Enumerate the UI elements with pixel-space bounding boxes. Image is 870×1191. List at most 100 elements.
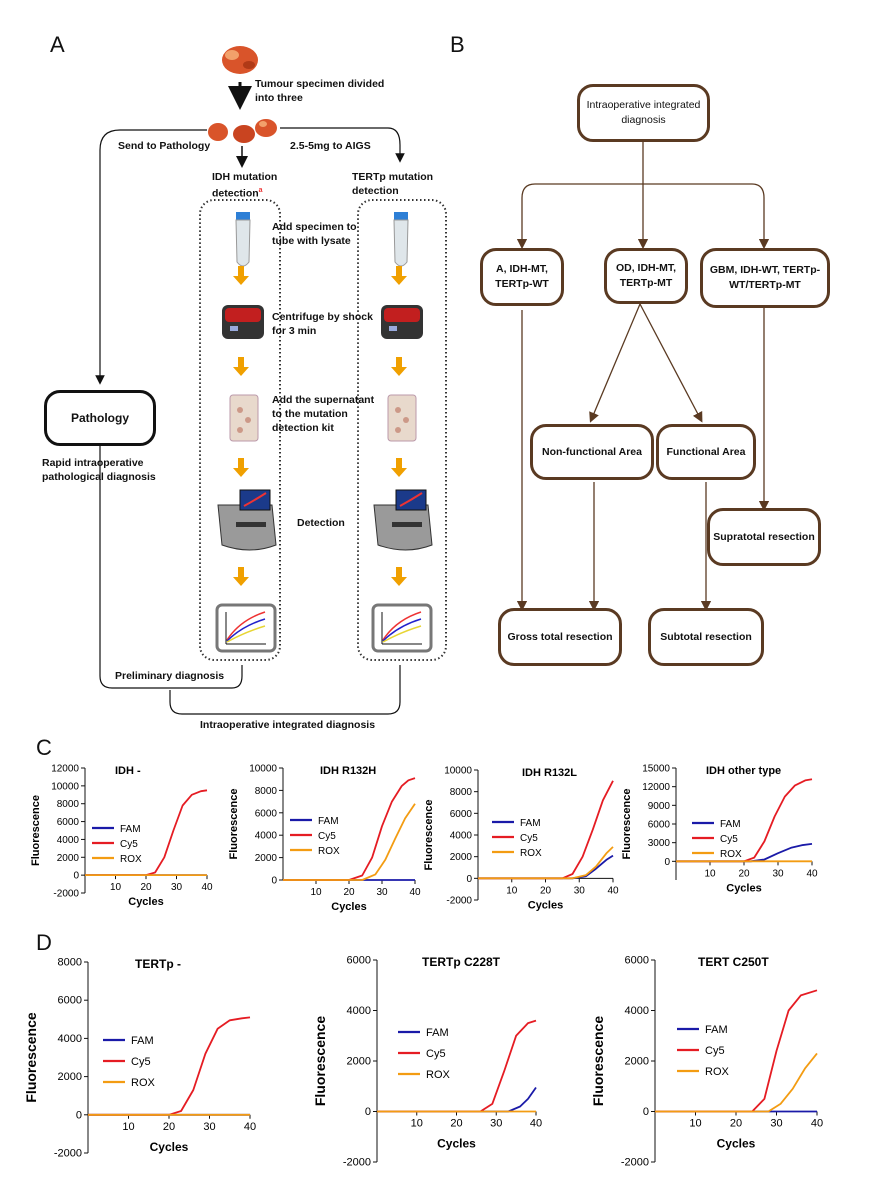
y-axis-label: Fluorescence [621,789,633,860]
legend-label-rox: ROX [720,849,742,860]
legend-label-rox: ROX [520,848,542,859]
non-functional-area-box: Non-functional Area [530,424,654,480]
x-tick-label: 40 [409,887,421,898]
y-tick-label: 0 [365,1106,371,1118]
x-tick-label: 30 [770,1118,782,1130]
y-tick-label: 0 [76,1109,82,1121]
y-tick-label: 10000 [51,781,79,792]
legend-label-cy5: Cy5 [705,1045,725,1057]
x-tick-label: 40 [201,882,213,893]
series-line-fam [377,1086,537,1113]
chart-title: TERTp C228T [422,955,501,969]
y-tick-label: 6000 [58,995,82,1007]
oligodendroglioma-box: OD, IDH-MT, TERTp-MT [604,248,688,304]
legend-label-cy5: Cy5 [318,831,336,842]
x-tick-label: 40 [530,1118,542,1130]
integrated-diagnosis: Intraoperative integrated diagnosis [200,719,376,731]
y-tick-label: 6000 [648,820,671,831]
step-detection: Detection [297,517,345,529]
x-tick-label: 40 [806,868,818,879]
chart-title: TERT C250T [698,955,769,969]
y-tick-label: -2000 [343,1157,371,1169]
y-axis-label: Fluorescence [23,1012,39,1102]
legend-label-fam: FAM [131,1035,154,1047]
y-tick-label: 4000 [58,1033,82,1045]
orange-arrows [233,266,407,586]
legend-label-fam: FAM [120,824,141,835]
result-curve-icon-tert [371,603,433,653]
x-tick-label: 10 [310,887,322,898]
y-tick-label: 0 [643,1106,649,1118]
kit-icon-tert [387,394,417,442]
x-tick-label: 10 [506,885,518,896]
x-tick-label: 10 [122,1121,134,1133]
legend-label-fam: FAM [520,818,541,829]
series-line-cy5 [85,789,208,876]
panel-a-letter: A [50,32,65,57]
y-tick-label: 6000 [57,817,80,828]
astrocytoma-box: A, IDH-MT, TERTp-WT [480,248,564,306]
tumour-specimen-image [222,46,258,74]
y-tick-label: 4000 [625,1005,649,1017]
y-tick-label: -2000 [53,889,79,900]
y-tick-label: 6000 [255,808,278,819]
tube-icon-tert [393,212,409,267]
y-tick-label: 4000 [255,831,278,842]
step-add-specimen: Add specimen to tube with lysate [272,221,357,247]
y-tick-label: 9000 [648,801,671,812]
x-tick-label: 20 [540,885,552,896]
glioblastoma-box: GBM, IDH-WT, TERTp-WT/TERTp-MT [700,248,830,308]
legend-label-rox: ROX [131,1077,156,1089]
y-tick-label: 0 [73,871,79,882]
x-axis-label: Cycles [150,1140,189,1154]
y-tick-label: 4000 [347,1005,371,1017]
x-tick-label: 30 [772,868,784,879]
y-tick-label: 10000 [444,766,472,777]
series-line-cy5 [283,777,416,881]
chart-title: IDH other type [706,765,781,777]
y-tick-label: 6000 [450,809,473,820]
x-tick-label: 40 [244,1121,256,1133]
series-line-rox [655,1052,818,1113]
tert-title: TERTp mutation detection [352,171,434,197]
subtotal-resection-box: Subtotal resection [648,608,764,666]
step-add-supernatant: Add the supernatant to the mutation dete… [272,394,375,434]
kit-icon-idh [229,394,259,442]
tube-icon-idh [235,212,251,267]
y-tick-label: 0 [664,857,670,868]
chart-title: IDH - [115,765,141,777]
tumour-pieces-image [208,119,277,143]
intraoperative-diagnosis-box: Intraoperative integrated diagnosis [577,84,710,142]
legend-label-cy5: Cy5 [720,834,738,845]
x-tick-label: 40 [811,1118,823,1130]
tumour-label: Tumour specimen divided into three [255,78,385,104]
send-pathology-label: Send to Pathology [118,140,211,152]
y-tick-label: 8000 [58,957,82,969]
panel-a-diagram [95,46,447,715]
y-tick-label: 8000 [450,787,473,798]
series-line-rox [283,803,416,881]
y-axis-label: Fluorescence [312,1016,328,1106]
chart-title: TERTp - [135,957,181,971]
y-tick-label: 8000 [255,786,278,797]
x-axis-label: Cycles [726,882,761,894]
legend-label-cy5: Cy5 [131,1056,151,1068]
legend-label-rox: ROX [318,846,340,857]
y-tick-label: 2000 [347,1056,371,1068]
y-tick-label: 10000 [249,764,277,775]
x-tick-label: 10 [689,1118,701,1130]
x-tick-label: 20 [343,887,355,898]
pathology-desc: Rapid intraoperative pathological diagno… [42,457,156,483]
y-axis-label: Fluorescence [590,1016,606,1106]
y-tick-label: 6000 [347,955,371,967]
supratotal-resection-box: Supratotal resection [707,508,821,566]
x-tick-label: 30 [203,1121,215,1133]
x-axis-label: Cycles [128,896,163,908]
series-line-cy5 [676,778,813,863]
centrifuge-icon-idh [222,305,264,339]
y-tick-label: 2000 [255,853,278,864]
panel-b-letter: B [450,32,465,57]
pathology-box: Pathology [44,390,156,446]
legend-label-fam: FAM [720,819,741,830]
